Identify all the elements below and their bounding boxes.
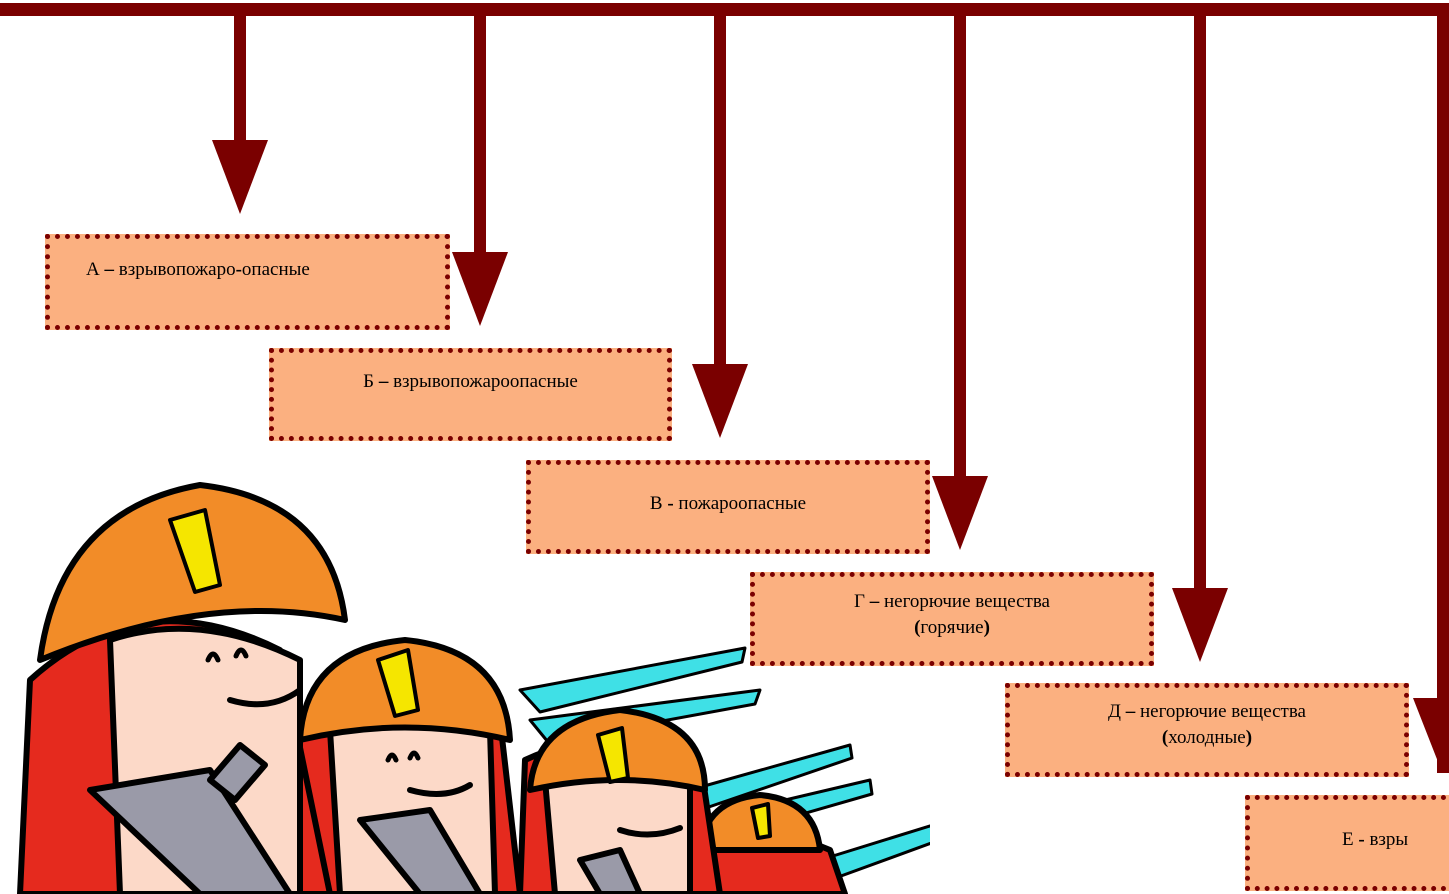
category-box-c: В - пожароопасные [526, 460, 930, 554]
category-box-b: Б – взрывопожароопасные [269, 348, 672, 441]
category-label-b: Б – взрывопожароопасные [363, 371, 578, 392]
arrow-b [452, 10, 508, 326]
right-bus-line [1437, 3, 1449, 773]
arrow-a [212, 10, 268, 214]
firefighter-3 [517, 707, 723, 894]
firefighters-illustration [17, 482, 930, 894]
top-bus-line [0, 3, 1449, 16]
category-label-f: Е - взры [1342, 829, 1409, 850]
arrow-e [1172, 10, 1228, 662]
firefighter-2 [287, 637, 523, 894]
arrow-c [692, 10, 748, 438]
category-note-e: (холодные) [1161, 727, 1253, 748]
category-note-d: (горячие) [914, 617, 990, 638]
category-label-a: А – взрывопожаро-опасные [86, 259, 310, 280]
category-label-c: В - пожароопасные [649, 493, 807, 514]
category-box-e: Д – негорючие вещества (холодные) [1005, 683, 1409, 777]
category-box-d: Г – негорючие вещества (горячие) [750, 572, 1154, 666]
firefighter-1 [17, 482, 348, 894]
arrow-d [932, 10, 988, 550]
category-box-e-partial: Е - взры [1245, 795, 1449, 891]
category-label-e: Д – негорючие вещества [1108, 701, 1306, 722]
category-box-a: А – взрывопожаро-опасные [45, 234, 450, 330]
category-label-d: Г – негорючие вещества [853, 591, 1050, 612]
arrow-f [1413, 698, 1449, 772]
